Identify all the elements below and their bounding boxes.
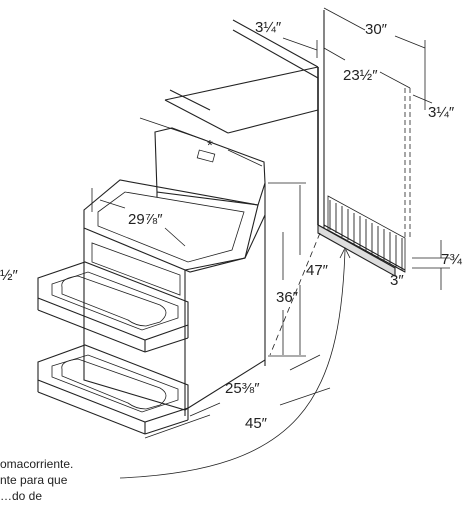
dimension-lines xyxy=(91,7,450,479)
dimension-labels: 3¼″ 30″ 23½″ 3¼″ * 29⅞″ 47″ 36″ 7¾ 3″ 25… xyxy=(0,19,462,432)
cabinet-outline xyxy=(164,10,406,273)
floor-hatch xyxy=(317,195,406,277)
label-total-height: 47″ xyxy=(306,262,329,279)
opening-lines xyxy=(269,88,411,356)
label-cabinet-opening: 23½″ xyxy=(343,67,378,84)
label-side-clearance: 3¼″ xyxy=(428,104,455,121)
notes-text: omacorriente. nte para que …do de xyxy=(0,457,73,503)
label-top-clearance: 3¼″ xyxy=(255,19,282,36)
label-cooktop-width: 29⅞″ xyxy=(128,211,163,228)
label-asterisk: * xyxy=(207,137,213,154)
label-left-fragment: ½″ xyxy=(0,267,19,284)
label-base-height: 7¾ xyxy=(441,251,462,268)
label-depth: 25⅜″ xyxy=(225,380,260,397)
label-door-open-depth: 45″ xyxy=(245,415,268,432)
label-outlet-offset: 3″ xyxy=(390,272,404,289)
label-counter-height: 36″ xyxy=(276,289,299,306)
note-line-3: …do de xyxy=(0,489,42,503)
note-line-1: omacorriente. xyxy=(0,457,73,471)
note-line-2: nte para que xyxy=(0,473,68,487)
label-overall-width: 30″ xyxy=(365,21,388,38)
range-body xyxy=(37,127,266,435)
